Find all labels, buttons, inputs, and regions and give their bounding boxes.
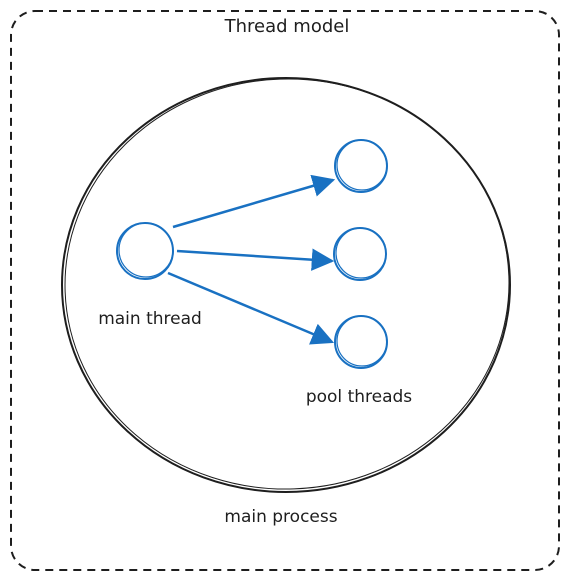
arrow-to-pool-thread-3 <box>167 271 335 345</box>
diagram-title: Thread model <box>224 16 350 37</box>
pool-thread-node-1 <box>334 139 388 193</box>
pool-threads-label: pool threads <box>306 387 412 407</box>
main-thread-label: main thread <box>98 309 202 329</box>
arrow-to-pool-thread-2 <box>176 248 335 271</box>
pool-thread-node-3-sketch <box>336 315 388 367</box>
outer-boundary <box>10 10 560 571</box>
process-circle-sketch <box>64 78 510 490</box>
arrow-to-pool-thread-1 <box>172 174 336 229</box>
pool-thread-node-2 <box>333 227 387 281</box>
pool-thread-node-1-sketch <box>336 139 388 191</box>
pool-thread-node-3 <box>334 315 388 369</box>
process-label: main process <box>224 507 337 527</box>
process-circle <box>61 77 511 493</box>
pool-thread-node-2-sketch <box>335 227 387 279</box>
main-thread-node <box>116 222 174 280</box>
main-thread-node-sketch <box>118 222 174 278</box>
